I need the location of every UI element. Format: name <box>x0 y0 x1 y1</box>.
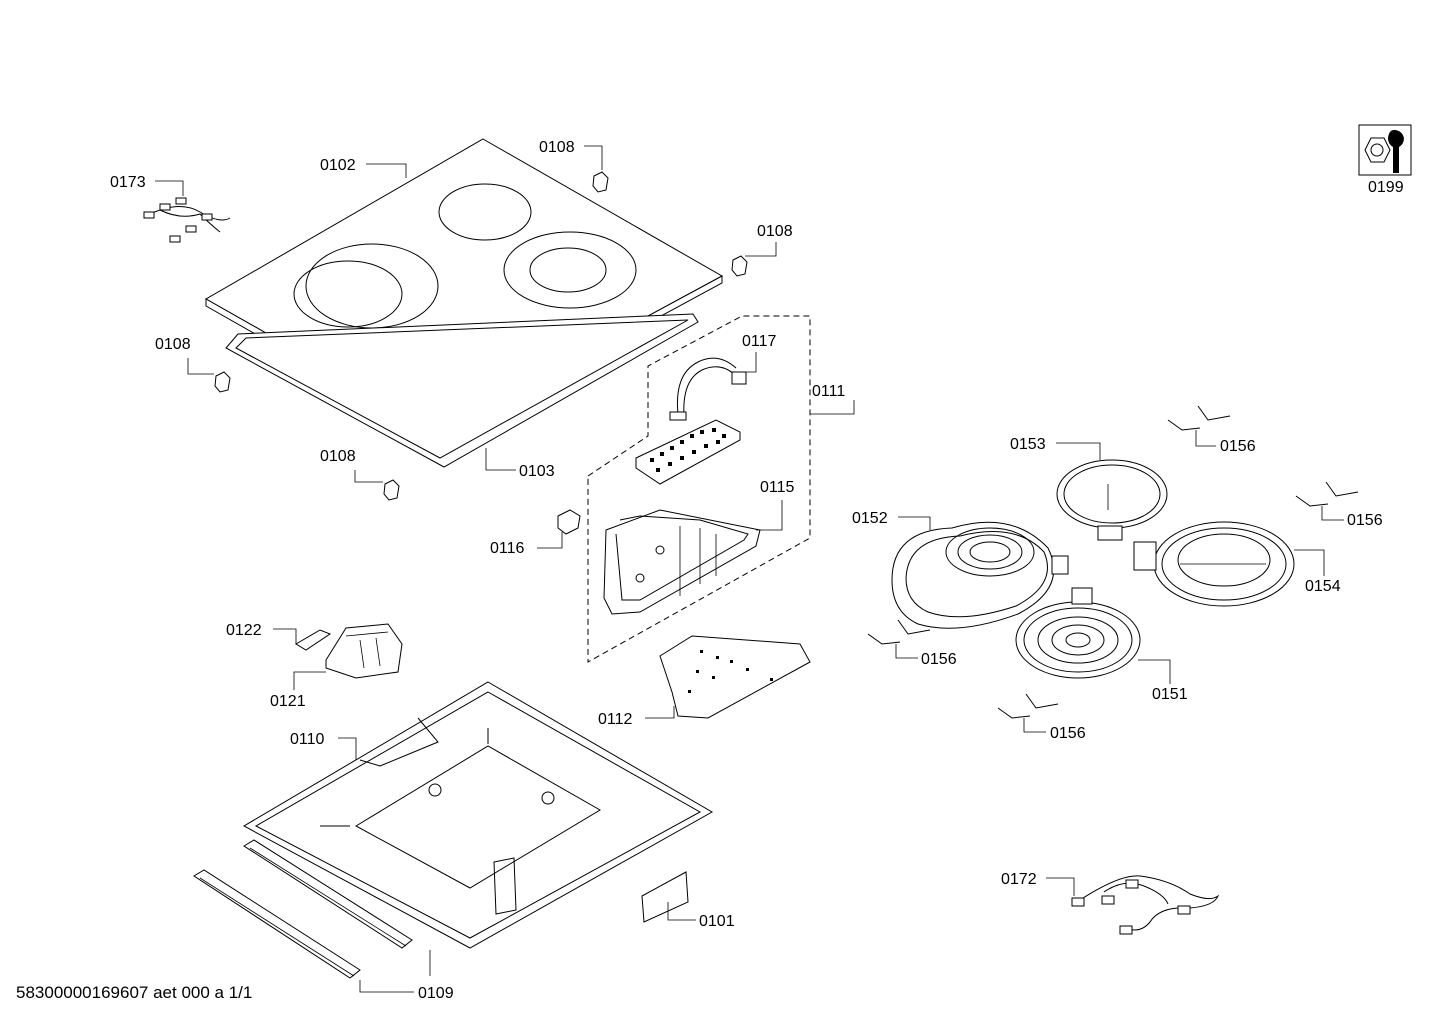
terminal-block-0121 <box>325 623 403 679</box>
base-tray-0110 <box>242 681 714 949</box>
clip-left <box>214 371 231 393</box>
label-0108-left: 0108 <box>155 336 191 353</box>
rating-plate-0101 <box>641 871 689 923</box>
mounting-rail-upper <box>243 839 413 949</box>
cable-harness-0173 <box>143 197 231 243</box>
mounting-rail-lower <box>193 869 361 979</box>
label-0117: 0117 <box>742 333 777 350</box>
label-0103: 0103 <box>519 463 555 480</box>
label-0122: 0122 <box>226 622 262 639</box>
label-0156-c: 0156 <box>921 651 957 668</box>
document-footer: 58300000169607 aet 000 a 1/1 <box>16 983 252 1002</box>
label-0152: 0152 <box>852 510 888 527</box>
label-0109: 0109 <box>418 985 454 1002</box>
spring-clips-a <box>1167 405 1231 431</box>
label-0112: 0112 <box>598 711 633 728</box>
label-0110: 0110 <box>290 731 325 748</box>
clip-right <box>731 255 748 277</box>
clip-top <box>592 171 609 193</box>
label-0108-top: 0108 <box>539 139 575 156</box>
label-0172: 0172 <box>1001 871 1037 888</box>
heating-element-0151 <box>1015 587 1141 679</box>
label-0156-d: 0156 <box>1050 725 1086 742</box>
power-board-0112 <box>659 635 811 719</box>
label-0156-a: 0156 <box>1220 438 1256 455</box>
label-0153: 0153 <box>1010 436 1046 453</box>
wrench-nut-icon <box>1358 124 1412 176</box>
label-0156-b: 0156 <box>1347 512 1383 529</box>
heating-element-0153 <box>1056 459 1168 541</box>
heating-element-0152 <box>891 521 1069 629</box>
label-0151: 0151 <box>1152 686 1188 703</box>
label-0111: 0111 <box>812 383 845 400</box>
cable-harness-0172 <box>1071 875 1220 935</box>
ribbon-cable-0117 <box>669 357 747 421</box>
spring-clips-c <box>867 619 931 645</box>
label-0173: 0173 <box>110 174 146 191</box>
label-0115: 0115 <box>760 479 795 496</box>
frame-seal <box>225 313 699 468</box>
bracket-0122 <box>295 629 332 651</box>
module-housing-0115 <box>603 509 761 615</box>
control-board <box>635 419 741 485</box>
heating-element-0154 <box>1133 521 1295 607</box>
clip-bottom <box>383 479 400 501</box>
spring-clips-d <box>997 693 1059 719</box>
label-0108-bottom: 0108 <box>320 448 356 465</box>
label-0121: 0121 <box>270 693 306 710</box>
label-0154: 0154 <box>1305 578 1341 595</box>
label-0116: 0116 <box>490 540 525 557</box>
label-0199: 0199 <box>1368 179 1404 196</box>
spring-clips-b <box>1295 481 1359 507</box>
label-0101: 0101 <box>699 913 735 930</box>
label-0108-right: 0108 <box>757 223 793 240</box>
label-0102: 0102 <box>320 157 356 174</box>
clip-0116 <box>557 509 581 535</box>
